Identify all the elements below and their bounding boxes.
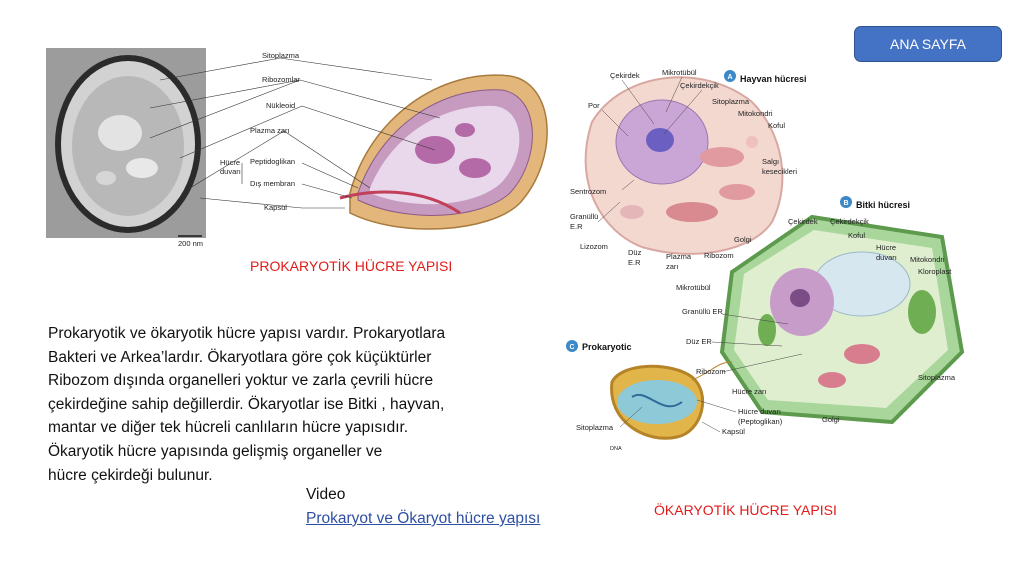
label-sitoplazma-a: Sitoplazma xyxy=(712,97,750,106)
label-hucre-b: Hücre xyxy=(876,243,896,252)
label-duvari-b: duvarı xyxy=(876,253,897,262)
label-duz-er-a: E.R xyxy=(628,258,641,267)
animal-cell xyxy=(584,76,784,255)
label-koful-a: Koful xyxy=(768,121,785,130)
label-dna-c: DNA xyxy=(610,446,622,452)
label-granullu-er-b: Granüllü ER xyxy=(682,307,723,316)
label-granullu-a: Granüllü xyxy=(570,212,598,221)
label-cekirdek-b: Çekirdek xyxy=(788,217,818,226)
label-salgi-a: Salgı xyxy=(762,157,779,166)
label-duz-er-b: Düz ER xyxy=(686,337,712,346)
eukaryote-cell-figure: A Hayvan hücresi Çekirdek Mikrotübül Çek… xyxy=(562,62,974,474)
label-sitoplazma: Sitoplazma xyxy=(262,51,300,60)
paragraph-line: hücre çekirdeği bulunur. xyxy=(48,466,213,484)
label-ribozom-a: Ribozom xyxy=(704,251,734,260)
paragraph-line: Prokaryotik ve ökaryotik hücre yapısı va… xyxy=(48,325,446,342)
label-ribozom-b: Ribozom xyxy=(696,367,726,376)
plant-cell-title: Bitki hücresi xyxy=(856,200,910,210)
label-mikrotubul-b: Mikrotübül xyxy=(676,283,711,292)
label-kapsul-c: Kapsül xyxy=(722,427,745,436)
label-duvari: duvarı xyxy=(220,167,241,176)
paragraph-line: çekirdeğine sahip değillerdir. Ökaryotla… xyxy=(48,395,445,413)
label-por-a: Por xyxy=(588,101,600,110)
label-kloroplast-b: Kloroplast xyxy=(918,267,952,276)
label-duz-a: Düz xyxy=(628,248,642,257)
label-er-a: E.R xyxy=(570,222,583,231)
label-plazma-a: Plazma xyxy=(666,252,692,261)
label-golgi-a: Golgi xyxy=(734,235,752,244)
paragraph-line: Ribozom dışında organelleri yoktur ve za… xyxy=(48,372,434,390)
label-cekirdek-a: Çekirdek xyxy=(610,71,640,80)
description-paragraph: Prokaryotik ve ökaryotik hücre yapısı va… xyxy=(48,322,518,487)
label-mitokondri-b: Mitokondri xyxy=(910,255,945,264)
label-sitoplazma-c: Sitoplazma xyxy=(576,423,614,432)
video-label: Video xyxy=(306,486,346,503)
label-sitoplazma-b: Sitoplazma xyxy=(918,373,956,382)
label-mikrotubul-a: Mikrotübül xyxy=(662,68,697,77)
label-peptidoglikan: Peptidoglikan xyxy=(250,157,295,166)
label-peptoglikan-c: (Peptoglikan) xyxy=(738,417,783,426)
prokaryote-cell-figure: 200 nm Sitoplazma Ribozomlar Nükleoid Pl… xyxy=(46,48,548,248)
prokaryotic-badge: C xyxy=(570,344,575,351)
animal-badge: A xyxy=(728,74,733,81)
plant-badge: B xyxy=(844,200,849,207)
label-hucre-zari-b: Hücre zarı xyxy=(732,387,767,396)
label-zari-a: zarı xyxy=(666,262,679,271)
label-hucre-duvari-c: Hücre duvarı xyxy=(738,407,781,416)
label-mitokondri-a: Mitokondri xyxy=(738,109,773,118)
paragraph-line: Ökaryotik hücre yapısında gelişmiş organ… xyxy=(48,442,383,460)
label-kesecikleri-a: kesecikleri xyxy=(762,167,797,176)
label-nukleoid: Nükleoid xyxy=(266,101,295,110)
prokaryote-caption: PROKARYOTİK HÜCRE YAPISI xyxy=(250,258,453,274)
prokaryotic-title: Prokaryotic xyxy=(582,342,632,352)
label-koful-b: Koful xyxy=(848,231,865,240)
paragraph-line: Bakteri ve Arkea’lardır. Ökaryotlara gör… xyxy=(48,348,432,366)
home-button[interactable]: ANA SAYFA xyxy=(854,26,1002,62)
label-plazma-zari: Plazma zarı xyxy=(250,126,290,135)
label-golgi-b: Golgi xyxy=(822,415,840,424)
plant-cell xyxy=(719,214,965,425)
label-cekirdekcik-a: Çekirdekçik xyxy=(680,81,719,90)
label-sentrozom-a: Sentrozom xyxy=(570,187,606,196)
label-kapsul: Kapsül xyxy=(264,203,287,212)
eukaryote-caption: ÖKARYOTİK HÜCRE YAPISI xyxy=(654,502,837,518)
scale-bar-label: 200 nm xyxy=(178,239,203,248)
animal-cell-title: Hayvan hücresi xyxy=(740,74,807,84)
label-cekirdekcik-b: Çekirdekçik xyxy=(830,217,869,226)
label-ribozomlar: Ribozomlar xyxy=(262,75,300,84)
label-hucre: Hücre xyxy=(220,158,240,167)
paragraph-line: mantar ve diğer tek hücreli canlıların h… xyxy=(48,419,409,437)
label-dis-membran: Dış membran xyxy=(250,179,295,188)
video-link[interactable]: Prokaryot ve Ökaryot hücre yapısı xyxy=(306,510,541,527)
label-lizozom-a: Lizozom xyxy=(580,242,608,251)
small-prokaryote-cell xyxy=(610,361,733,440)
